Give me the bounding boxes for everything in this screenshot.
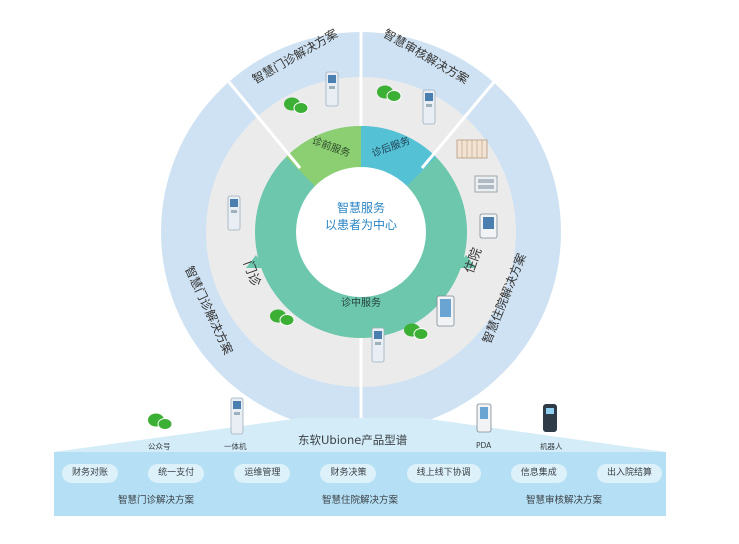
solution-label: 智慧审核解决方案: [525, 495, 602, 506]
center-circle: [296, 167, 426, 297]
function-chip: 运维管理: [234, 464, 291, 483]
product-label: 公众号: [148, 442, 171, 451]
connector-band: [54, 418, 666, 452]
center-subtitle: 以患者为中心: [325, 217, 397, 232]
tablet-icon: [479, 213, 498, 239]
product-label: PDA: [476, 441, 492, 450]
function-chip: 统一支付: [148, 464, 205, 483]
product-label: 一体机: [224, 442, 247, 451]
ring-arrow-right: [456, 255, 476, 268]
function-chip: 财务决策: [320, 464, 377, 483]
kiosk-icon: [371, 327, 385, 363]
kiosk-icon: [227, 195, 241, 231]
kiosk-icon: [325, 71, 339, 107]
function-chip: 出入院结算: [596, 464, 662, 483]
mid-service-label: 诊中服务: [341, 296, 381, 309]
center-title: 智慧服务: [337, 200, 385, 215]
wechat-icon: [404, 323, 429, 340]
solution-labels: 智慧门诊解决方案 智慧住院解决方案 智慧审核解决方案: [54, 492, 666, 506]
kiosk-icon: [422, 89, 436, 125]
product-label: 机器人: [540, 442, 563, 451]
server-rack-icon: [474, 175, 498, 193]
divider-upper-right: [420, 81, 496, 169]
ring-arrow-left: [246, 255, 266, 268]
wechat-icon: [148, 413, 173, 430]
function-chip: 信息集成: [510, 464, 567, 483]
product-lineup-title: 东软Ubione产品型谱: [298, 433, 408, 447]
kiosk-icon: [230, 397, 244, 435]
pda-icon: [476, 403, 492, 433]
solution-label: 智慧门诊解决方案: [117, 495, 194, 506]
base-panel: [54, 452, 666, 516]
wechat-icon: [284, 97, 309, 114]
function-chip: 财务对账: [62, 464, 119, 483]
solution-label: 智慧住院解决方案: [321, 495, 398, 506]
wechat-icon: [270, 309, 295, 326]
function-chips: 财务对账 统一支付 运维管理 财务决策 线上线下协调 信息集成 出入院结算: [62, 464, 662, 484]
server-rack-icon: [456, 139, 488, 159]
tablet-icon: [436, 295, 455, 327]
divider-upper-left: [227, 81, 302, 169]
function-chip: 线上线下协调: [406, 464, 481, 483]
robot-icon: [543, 404, 557, 432]
wechat-icon: [377, 85, 402, 102]
